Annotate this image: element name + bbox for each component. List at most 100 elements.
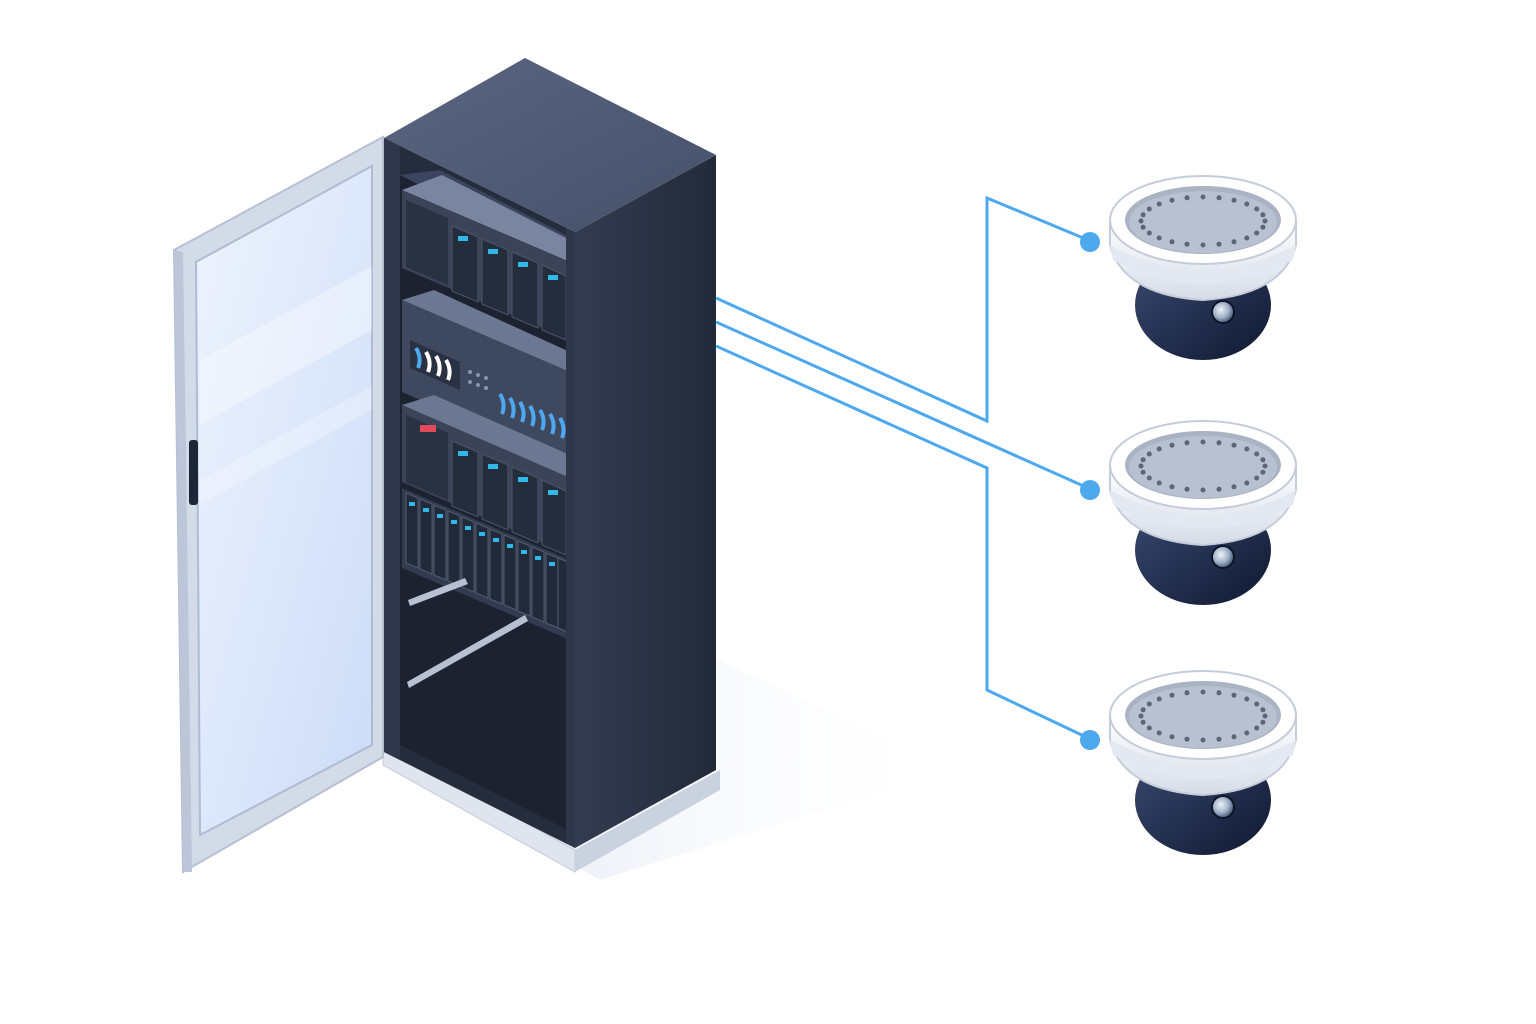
camera-vent-dot — [1262, 218, 1268, 224]
camera-vent-dot — [1138, 713, 1144, 719]
camera-band — [1110, 740, 1296, 779]
camera-vent-dot — [1216, 241, 1222, 247]
camera-vent-dot — [1140, 707, 1146, 713]
server-unit-2 — [402, 395, 570, 556]
camera-top-inner — [1129, 436, 1277, 498]
dome-camera-icon-1[interactable] — [1109, 175, 1297, 360]
camera-vent-dot — [1200, 194, 1206, 200]
camera-vent-dot — [1231, 239, 1237, 245]
camera-vent-dot — [1146, 701, 1152, 707]
camera-vent-dot — [1200, 242, 1206, 248]
camera-vent-dot — [1200, 689, 1206, 695]
camera-vent-dot — [1140, 469, 1146, 475]
camera-lens-icon — [1211, 300, 1235, 324]
camera-vent-dot — [1231, 197, 1237, 203]
camera-vent-dot — [1260, 719, 1266, 725]
camera-vent-dot — [1156, 480, 1162, 486]
camera-vent-dot — [1169, 442, 1175, 448]
camera-band — [1110, 490, 1296, 529]
camera-vent-dot — [1260, 707, 1266, 713]
camera-vent-dot — [1140, 457, 1146, 463]
connections — [715, 195, 1100, 750]
camera-vent-dot — [1156, 201, 1162, 207]
camera-vent-dot — [1244, 696, 1250, 702]
camera-vent-dot — [1169, 734, 1175, 740]
door-handle-icon[interactable] — [189, 440, 198, 505]
camera-vent-dot — [1231, 484, 1237, 490]
camera-vent-dot — [1138, 218, 1144, 224]
camera-vent-dot — [1231, 692, 1237, 698]
camera-vent-dot — [1146, 206, 1152, 212]
dome-camera-icon-2[interactable] — [1109, 420, 1297, 605]
camera-group — [1109, 175, 1297, 855]
camera-vent-dot — [1244, 446, 1250, 452]
door-frame-edge — [174, 250, 192, 872]
camera-vent-dot — [1262, 463, 1268, 469]
camera-vent-dot — [1216, 440, 1222, 446]
camera-vent-dot — [1140, 719, 1146, 725]
camera-vent-dot — [1146, 725, 1152, 731]
camera-vent-dot — [1216, 736, 1222, 742]
server-unit-1 — [402, 175, 570, 414]
server-rack — [382, 58, 720, 873]
camera-vent-dot — [1156, 235, 1162, 241]
camera-vent-dot — [1254, 701, 1260, 707]
camera-vent-dot — [1254, 475, 1260, 481]
camera-vent-dot — [1200, 487, 1206, 493]
camera-vent-dot — [1184, 241, 1190, 247]
camera-vent-dot — [1200, 737, 1206, 743]
camera-vent-dot — [1169, 692, 1175, 698]
rack-rail-1 — [408, 578, 468, 606]
rack-glass-door[interactable] — [172, 135, 384, 874]
camera-vent-dot — [1138, 463, 1144, 469]
camera-vent-dot — [1169, 197, 1175, 203]
camera-top-inner — [1129, 191, 1277, 253]
connection-line-3 — [715, 344, 1089, 740]
camera-vent-dot — [1200, 439, 1206, 445]
door-glass — [194, 164, 373, 837]
connection-line-1 — [715, 195, 1089, 424]
camera-vent-dot — [1140, 224, 1146, 230]
camera-vent-dot — [1260, 469, 1266, 475]
camera-vent-dot — [1231, 442, 1237, 448]
camera-vent-dot — [1184, 195, 1190, 201]
camera-vent-dot — [1260, 224, 1266, 230]
camera-vent-dot — [1169, 239, 1175, 245]
camera-vent-dot — [1169, 484, 1175, 490]
camera-vent-dot — [1244, 480, 1250, 486]
camera-vent-dot — [1156, 730, 1162, 736]
camera-vent-dot — [1140, 212, 1146, 218]
camera-lens-icon — [1211, 795, 1235, 819]
camera-vent-dot — [1216, 195, 1222, 201]
camera-vent-dot — [1244, 201, 1250, 207]
dome-camera-icon-3[interactable] — [1109, 670, 1297, 855]
storage-array — [402, 488, 570, 640]
patch-cables — [414, 346, 566, 439]
status-led-2 — [420, 425, 436, 432]
camera-vent-dot — [1254, 451, 1260, 457]
camera-vent-dot — [1244, 730, 1250, 736]
connection-node-1 — [1080, 232, 1100, 252]
camera-vent-dot — [1146, 475, 1152, 481]
connection-node-2 — [1080, 480, 1100, 500]
camera-vent-dot — [1260, 457, 1266, 463]
rack-side-panel — [575, 155, 716, 848]
camera-band — [1110, 245, 1296, 284]
network-switch — [402, 290, 570, 465]
server-bays — [451, 225, 567, 341]
camera-vent-dot — [1184, 690, 1190, 696]
switch-port-leds — [468, 370, 488, 390]
camera-vent-dot — [1254, 230, 1260, 236]
camera-vent-dot — [1262, 713, 1268, 719]
rack-top — [384, 58, 716, 232]
connection-line-2 — [715, 320, 1089, 490]
camera-top-inner — [1129, 686, 1277, 748]
camera-vent-dot — [1231, 734, 1237, 740]
camera-vent-dot — [1146, 451, 1152, 457]
camera-vent-dot — [1184, 440, 1190, 446]
camera-vent-dot — [1156, 696, 1162, 702]
rack-rail-2 — [407, 615, 528, 688]
camera-vent-dot — [1254, 206, 1260, 212]
camera-vent-dot — [1216, 690, 1222, 696]
